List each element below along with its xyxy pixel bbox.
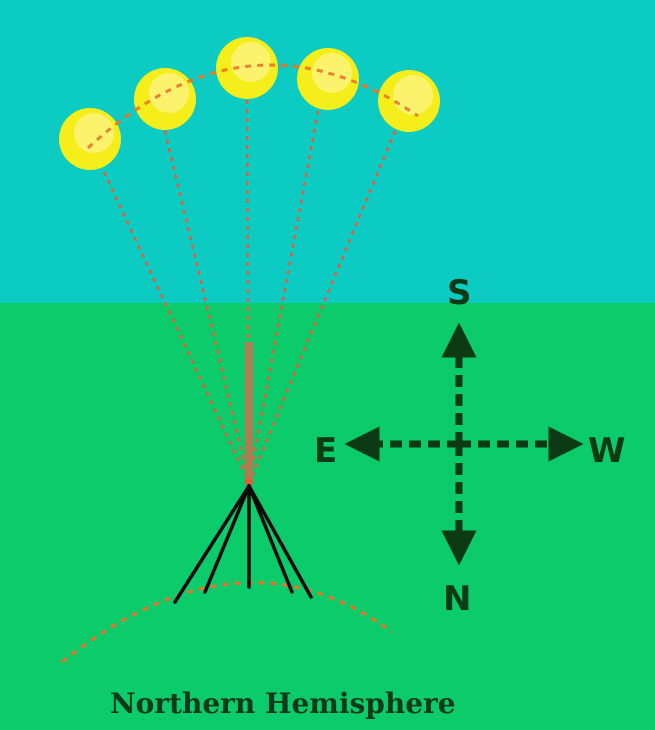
sun-5 (378, 70, 440, 132)
ground (0, 303, 655, 730)
sun-3 (216, 37, 278, 99)
stick-icon (245, 342, 253, 482)
compass-east-label: E (314, 431, 337, 471)
compass-south-label: S (447, 273, 472, 313)
compass-north-label: N (443, 579, 471, 619)
sun-2 (134, 68, 196, 130)
sun-1 (59, 108, 121, 170)
sun-4 (297, 48, 359, 110)
hemisphere-caption: Northern Hemisphere (110, 687, 456, 720)
compass-west-label: W (588, 431, 626, 471)
